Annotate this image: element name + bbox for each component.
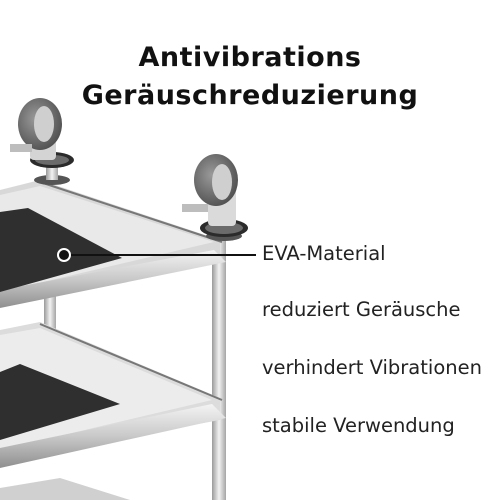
feature-vibration: verhindert Vibrationen [262, 356, 482, 379]
feature-noise: reduziert Geräusche [262, 298, 461, 321]
caster-wheel-left [10, 98, 74, 185]
feature-stability: stabile Verwendung [262, 414, 455, 437]
cart-leg-right [212, 238, 226, 500]
headline-line-2: Geräuschreduzierung [81, 80, 419, 111]
feature-material: EVA-Material [262, 242, 386, 265]
top-shelf [0, 180, 226, 308]
eva-mat-middle [0, 364, 120, 440]
bottom-shelf [0, 478, 130, 500]
callout-pointer [57, 248, 256, 262]
middle-shelf [0, 322, 226, 468]
caster-wheel-right [182, 154, 248, 241]
headline-line-1: Antivibrations [138, 42, 362, 73]
